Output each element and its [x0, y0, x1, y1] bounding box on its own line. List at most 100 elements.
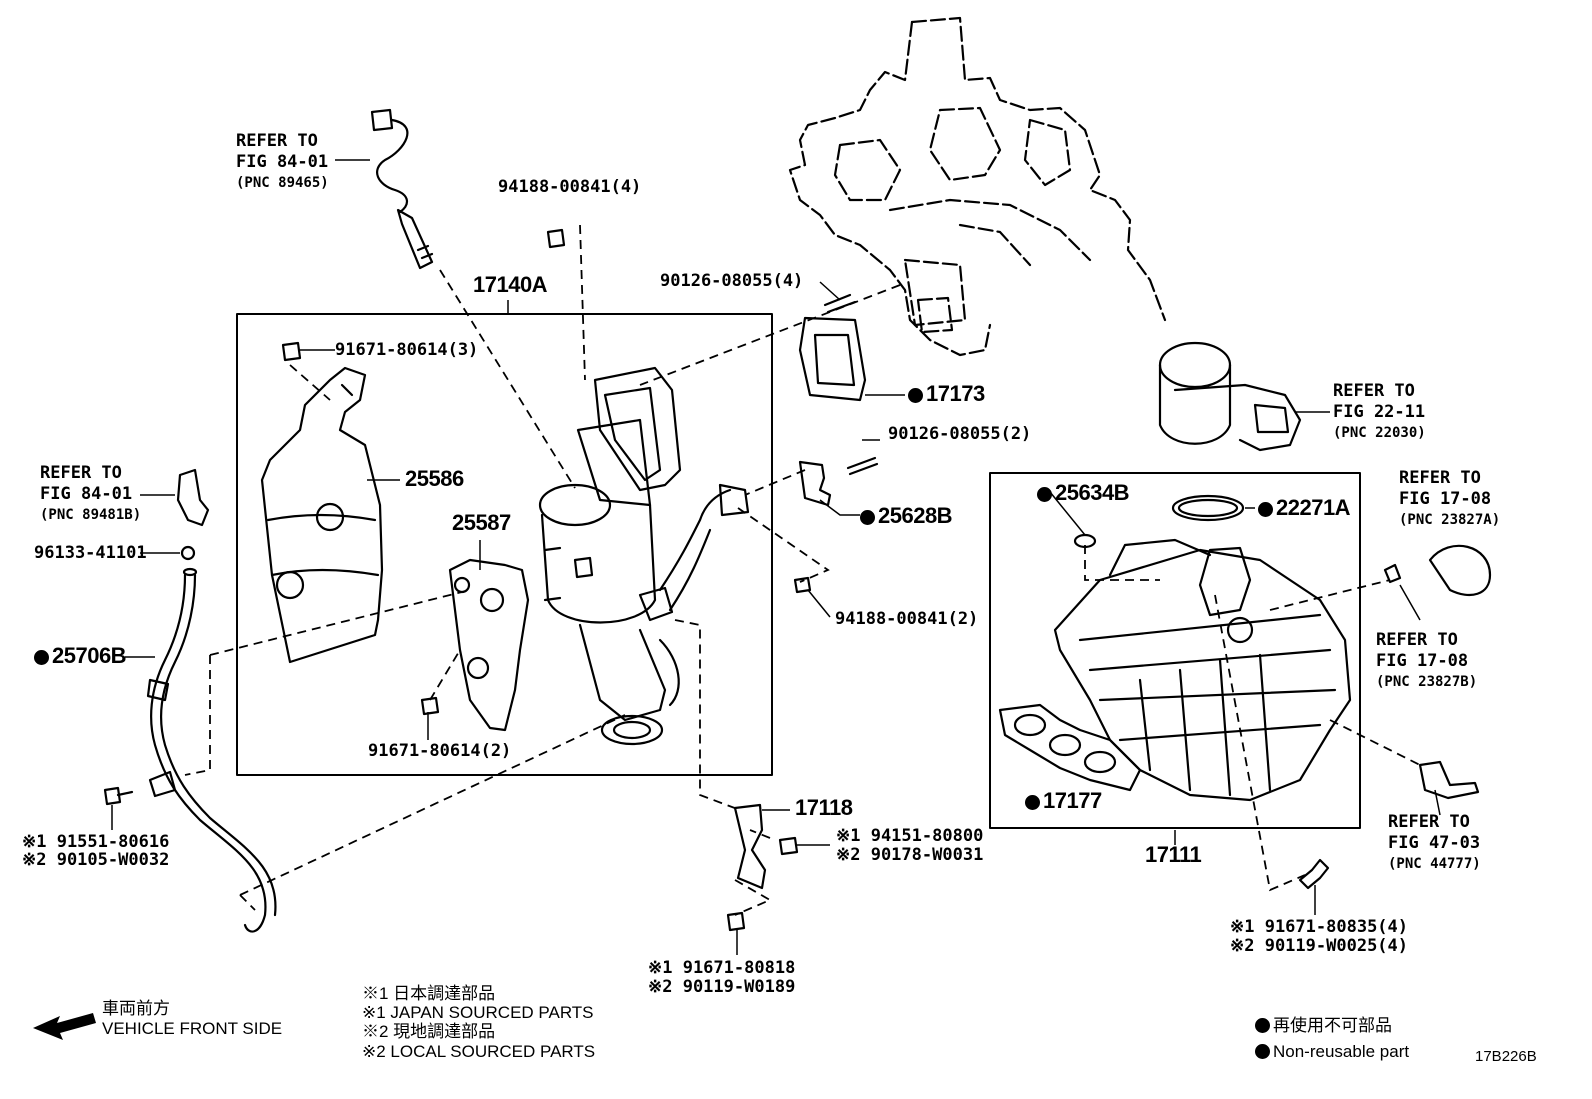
- refer-to-fig-47-03[interactable]: REFER TO FIG 47-03 (PNC 44777): [1388, 812, 1481, 875]
- throttle-body-drawing: [1158, 341, 1302, 452]
- cylinder-head-drawing: [788, 16, 1167, 357]
- part-17118[interactable]: 17118: [795, 795, 853, 820]
- stud-drawing: [846, 456, 879, 476]
- refer-pnc: (PNC 22030): [1333, 425, 1426, 441]
- part-25706b[interactable]: 25706B: [34, 643, 127, 668]
- exhaust-manifold-drawing: [538, 366, 750, 746]
- refer-line2: FIG 22-11: [1333, 402, 1426, 422]
- non-reusable-icon: [34, 650, 49, 665]
- part-25634b[interactable]: 25634B: [1037, 480, 1130, 505]
- refer-line1: REFER TO: [236, 131, 318, 151]
- refer-line1: REFER TO: [40, 463, 122, 483]
- sensor-23827a-drawing: [1428, 544, 1492, 597]
- part-91671-80614-3[interactable]: 91671-80614(3): [335, 340, 479, 360]
- non-reusable-icon: [860, 510, 875, 525]
- part-number: 17173: [926, 381, 985, 406]
- non-reusable-icon: [1037, 487, 1052, 502]
- gasket-22271a-drawing: [1171, 494, 1245, 522]
- intake-manifold-drawing: [1053, 538, 1352, 802]
- refer-line2: FIG 84-01: [236, 152, 329, 172]
- part-number: 25628B: [878, 503, 953, 528]
- bracket-17118-drawing: [733, 803, 767, 890]
- refer-to-fig-84-01-oxygen[interactable]: REFER TO FIG 84-01 (PNC 89465): [236, 131, 329, 194]
- non-reusable-icon: [1025, 795, 1040, 810]
- oxygen-sensor-drawing: [370, 108, 434, 270]
- part-22271a[interactable]: 22271A: [1258, 495, 1351, 520]
- refer-line2: FIG 47-03: [1388, 833, 1481, 853]
- part-90119-w0025-4[interactable]: ※2 90119-W0025(4): [1230, 936, 1409, 956]
- vehicle-front-arrow: [33, 1013, 96, 1040]
- refer-line2: FIG 17-08: [1376, 651, 1469, 671]
- refer-line2: FIG 17-08: [1399, 489, 1492, 509]
- refer-to-fig-84-01-sensor[interactable]: REFER TO FIG 84-01 (PNC 89481B): [40, 463, 141, 526]
- part-90178-w0031[interactable]: ※2 90178-W0031: [836, 845, 984, 865]
- refer-pnc: (PNC 23827B): [1376, 674, 1478, 690]
- diagram-id: 17B226B: [1475, 1048, 1537, 1065]
- refer-pnc: (PNC 44777): [1388, 856, 1481, 872]
- japan-sourced-en: ※1 JAPAN SOURCED PARTS: [362, 1003, 594, 1022]
- part-91671-80818[interactable]: ※1 91671-80818: [648, 958, 796, 978]
- intake-manifold-box: [989, 472, 1361, 829]
- part-number: 25706B: [52, 643, 127, 668]
- part-91551-80616[interactable]: ※1 91551-80616: [22, 832, 170, 852]
- nut-96133-drawing: [180, 545, 196, 561]
- part-90126-08055-4[interactable]: 90126-08055(4): [660, 271, 804, 291]
- refer-pnc: (PNC 23827A): [1399, 512, 1501, 528]
- non-reusable-en: Non-reusable part: [1255, 1042, 1409, 1062]
- refer-to-fig-17-08-b[interactable]: REFER TO FIG 17-08 (PNC 23827B): [1376, 630, 1477, 693]
- part-number: 25634B: [1055, 480, 1130, 505]
- gasket-22271a-inner: [1177, 498, 1239, 518]
- part-17173[interactable]: 17173: [908, 381, 985, 406]
- refer-pnc: (PNC 89465): [236, 175, 329, 191]
- part-94188-00841-2[interactable]: 94188-00841(2): [835, 609, 979, 629]
- non-reusable-icon: [1255, 1018, 1270, 1033]
- vehicle-front-jp: 車両前方: [102, 999, 170, 1018]
- non-reusable-jp: 再使用不可部品: [1255, 1016, 1392, 1036]
- exhaust-manifold-box: [236, 313, 773, 776]
- sensor-44777-drawing: [1418, 760, 1480, 800]
- refer-line1: REFER TO: [1388, 812, 1470, 832]
- local-sourced-en: ※2 LOCAL SOURCED PARTS: [362, 1042, 596, 1061]
- part-90105-w0032[interactable]: ※2 90105-W0032: [22, 850, 170, 870]
- part-91671-80614-2[interactable]: 91671-80614(2): [368, 741, 512, 761]
- heat-insulator-lower-drawing: [448, 558, 530, 732]
- part-17111[interactable]: 17111: [1145, 842, 1202, 867]
- legend-text: Non-reusable part: [1273, 1042, 1410, 1061]
- non-reusable-icon: [1255, 1044, 1270, 1059]
- vehicle-front-en: VEHICLE FRONT SIDE: [102, 1019, 283, 1038]
- part-94188-00841-4[interactable]: 94188-00841(4): [498, 177, 642, 197]
- part-number: 17177: [1043, 788, 1102, 813]
- refer-to-fig-17-08-a[interactable]: REFER TO FIG 17-08 (PNC 23827A): [1399, 468, 1500, 531]
- part-91671-80835-4[interactable]: ※1 91671-80835(4): [1230, 917, 1409, 937]
- part-17140a[interactable]: 17140A: [473, 272, 548, 297]
- sensor-89481b-drawing: [176, 468, 210, 527]
- refer-pnc: (PNC 89481B): [40, 507, 142, 523]
- local-sourced-jp: ※2 現地調達部品: [362, 1022, 496, 1041]
- refer-line1: REFER TO: [1376, 630, 1458, 650]
- part-25586[interactable]: 25586: [405, 466, 464, 491]
- part-90126-08055-2[interactable]: 90126-08055(2): [888, 424, 1032, 444]
- seal-23827b-drawing: [1383, 563, 1402, 584]
- japan-sourced-jp: ※1 日本調達部品: [362, 984, 496, 1003]
- part-number: 22271A: [1276, 495, 1351, 520]
- part-25628b[interactable]: 25628B: [860, 503, 953, 528]
- non-reusable-icon: [1258, 502, 1273, 517]
- legend-text: 再使用不可部品: [1273, 1016, 1392, 1035]
- exhaust-gasket-drawing: [798, 293, 867, 402]
- non-reusable-icon: [908, 388, 923, 403]
- refer-line1: REFER TO: [1333, 381, 1415, 401]
- pcv-hose-drawing: [146, 567, 277, 933]
- part-25587[interactable]: 25587: [452, 510, 511, 535]
- part-90119-w0189[interactable]: ※2 90119-W0189: [648, 977, 796, 997]
- bracket-25628b-drawing: [798, 460, 832, 507]
- intake-gasket-drawing: [998, 703, 1142, 792]
- refer-to-fig-22-11[interactable]: REFER TO FIG 22-11 (PNC 22030): [1333, 381, 1426, 444]
- heat-insulator-upper-drawing: [260, 366, 384, 664]
- part-94151-80800[interactable]: ※1 94151-80800: [836, 826, 984, 846]
- part-17177[interactable]: 17177: [1025, 788, 1102, 813]
- refer-line2: FIG 84-01: [40, 484, 133, 504]
- part-96133-41101[interactable]: 96133-41101: [34, 543, 147, 563]
- refer-line1: REFER TO: [1399, 468, 1481, 488]
